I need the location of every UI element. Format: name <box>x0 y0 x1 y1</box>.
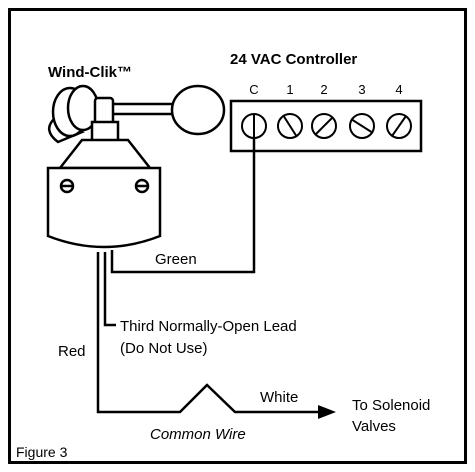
red-wire-label: Red <box>58 343 86 360</box>
white-wire-label: White <box>260 389 298 406</box>
figure-border <box>8 8 467 464</box>
third-lead-label-line1: Third Normally-Open Lead <box>120 318 297 335</box>
terminal-label-c: C <box>249 82 258 97</box>
anemometer-cup-right <box>170 84 226 136</box>
anemometer-hub <box>93 96 115 126</box>
terminal-screw-1 <box>277 113 303 139</box>
solenoid-arrow-icon <box>318 405 336 419</box>
sensor-housing-body <box>46 166 162 249</box>
terminal-screw-3 <box>349 113 375 139</box>
green-wire <box>110 138 256 274</box>
wind-clik-sensor <box>46 84 226 249</box>
wiring <box>96 138 320 414</box>
green-wire-label: Green <box>155 251 197 268</box>
terminal-labels: C 1 2 3 4 <box>249 82 402 97</box>
third-lead-label-line2: (Do Not Use) <box>120 340 208 357</box>
red-common-wire <box>96 252 320 414</box>
controller-title: 24 VAC Controller <box>230 51 357 68</box>
figure-caption: Figure 3 <box>16 444 68 460</box>
sensor-housing-top <box>57 138 153 170</box>
terminal-screw-c <box>241 113 267 139</box>
terminal-label-1: 1 <box>286 82 293 97</box>
terminal-screw-4 <box>386 113 412 139</box>
terminal-label-4: 4 <box>395 82 402 97</box>
terminal-screws <box>241 113 412 139</box>
terminal-screw-2 <box>311 113 337 139</box>
third-lead-wire <box>103 252 116 327</box>
common-wire-label: Common Wire <box>150 426 246 443</box>
terminal-label-2: 2 <box>320 82 327 97</box>
destination-label-line1: To Solenoid <box>352 397 430 414</box>
destination-label-line2: Valves <box>352 418 396 435</box>
terminal-label-3: 3 <box>358 82 365 97</box>
sensor-title: Wind-Clik™ <box>48 64 132 81</box>
